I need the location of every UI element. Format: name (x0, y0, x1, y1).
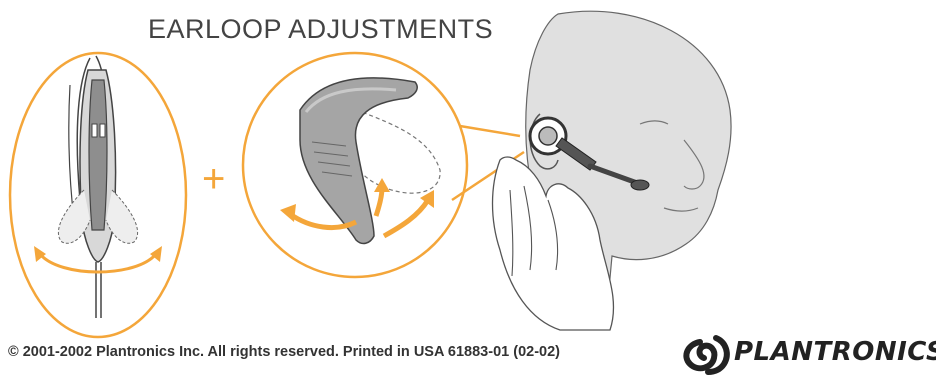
plus-sign: + (202, 157, 225, 201)
connector-line-top (460, 126, 520, 136)
copyright-footer: © 2001-2002 Plantronics Inc. All rights … (8, 344, 560, 360)
earloop-side-view (10, 53, 186, 337)
head-with-headset (493, 11, 732, 330)
logo-text: PLANTRONICS. (734, 337, 936, 367)
page-title: EARLOOP ADJUSTMENTS (148, 14, 493, 45)
earloop-detail-view (243, 53, 467, 277)
plantronics-logo: PLANTRONICS. (694, 332, 936, 372)
